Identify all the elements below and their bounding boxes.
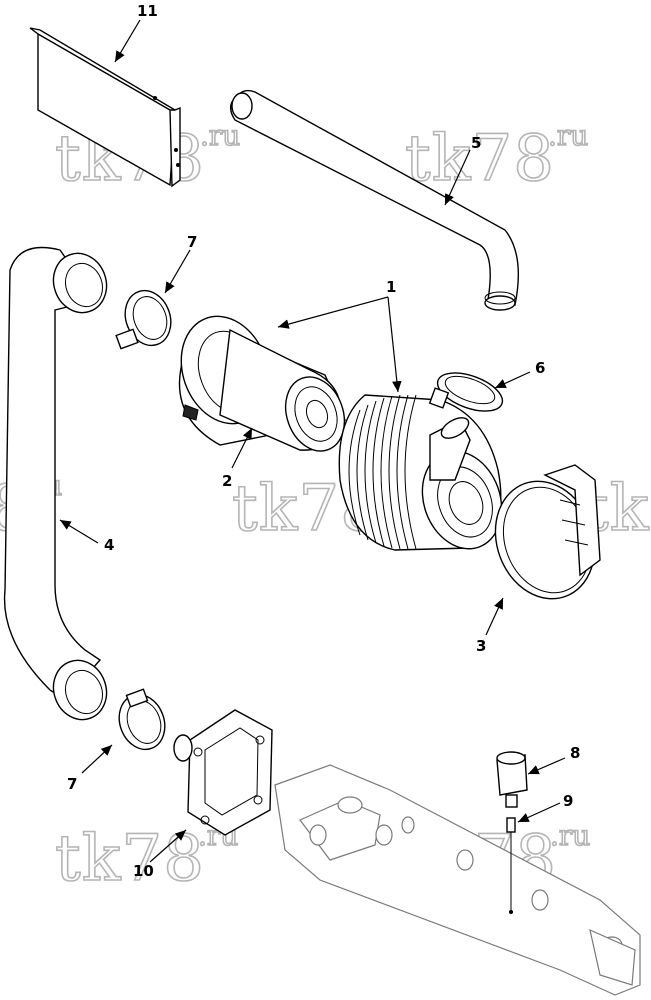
adapter-flange — [173, 709, 273, 836]
filter-element — [178, 315, 346, 452]
leader-1b — [387, 296, 402, 393]
mounting-band — [494, 464, 601, 600]
leader-6 — [494, 371, 531, 389]
callout-1: 1 — [386, 278, 396, 296]
callout-4: 4 — [104, 536, 114, 554]
callout-10: 10 — [133, 862, 154, 880]
callout-3: 3 — [476, 637, 486, 655]
small-clamp — [428, 372, 504, 412]
leader-7-lower — [81, 744, 113, 774]
watermark-suffix: .ru — [200, 119, 240, 152]
leader-9 — [517, 802, 561, 823]
intake-manifold — [274, 764, 641, 996]
hose-clamp-lower — [118, 688, 166, 751]
leader-10 — [149, 829, 187, 863]
leader-7-upper — [164, 249, 191, 294]
callout-8: 8 — [570, 744, 580, 762]
filter-housing — [338, 394, 503, 551]
bent-hose — [3, 246, 108, 721]
leader-4 — [59, 519, 99, 544]
callout-6: 6 — [535, 359, 545, 377]
grease-nipple — [506, 817, 516, 914]
leader-2 — [231, 427, 253, 469]
leader-5 — [444, 149, 471, 206]
callout-11: 11 — [137, 2, 158, 20]
hose-clamp-upper — [115, 289, 172, 350]
leader-1a — [277, 296, 389, 329]
leader-3 — [485, 597, 504, 636]
water-separator-fitting — [496, 751, 528, 808]
callout-5: 5 — [471, 134, 481, 152]
intake-pipe — [230, 89, 520, 311]
watermark-brand: tk78 — [405, 122, 555, 196]
watermark-suffix: .ru — [548, 119, 588, 152]
bracket-plate — [29, 27, 181, 188]
leader-lines — [59, 19, 566, 863]
callout-7-lower: 7 — [67, 775, 77, 793]
watermark-suffix: .ru — [550, 819, 590, 852]
leader-11 — [114, 19, 141, 63]
callout-2: 2 — [222, 472, 232, 490]
callouts: 11 5 7 1 6 2 4 3 7 8 9 10 — [67, 2, 580, 880]
callout-9: 9 — [563, 792, 573, 810]
leader-8 — [527, 757, 566, 775]
callout-7-upper: 7 — [187, 233, 197, 251]
